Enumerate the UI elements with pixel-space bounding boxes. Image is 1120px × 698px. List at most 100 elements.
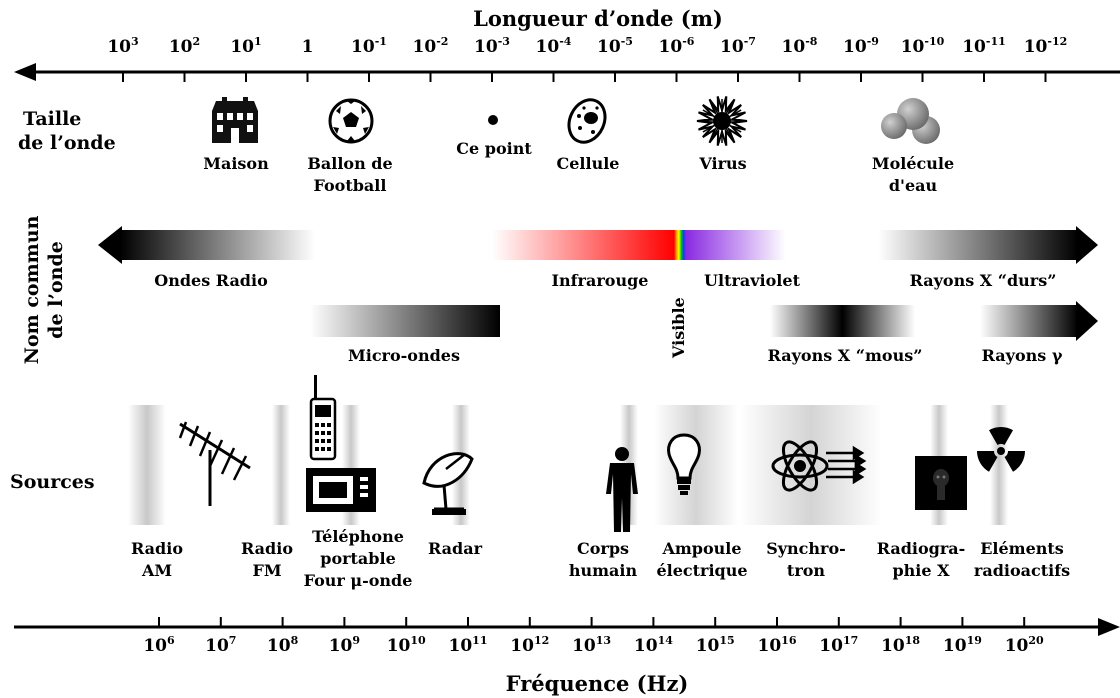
- water-molecule-icon: [878, 96, 948, 148]
- microwave-band-label: Micro-ondes: [348, 346, 460, 365]
- size-cell-label: Cellule: [556, 154, 620, 173]
- band-layer: [98, 226, 1098, 341]
- radioactive-icon: [976, 426, 1026, 476]
- soft-xray-band: [770, 305, 915, 337]
- source-sync-label2: tron: [786, 561, 826, 580]
- source-radar-label: Radar: [427, 539, 483, 558]
- wavelength-tick-label: 10-1: [351, 35, 387, 57]
- gamma-band-arrow: [980, 301, 1098, 341]
- wavelength-tick-label: 10-2: [412, 35, 449, 57]
- size-molecule-label2: d'eau: [888, 176, 938, 195]
- frequency-tick-label: 1018: [881, 634, 921, 656]
- wavelength-tick-label: 101: [230, 35, 262, 57]
- source-fm-label1: Radio: [241, 539, 293, 558]
- microwave-oven-icon: [305, 467, 377, 513]
- size-dot: Ce point: [456, 138, 531, 160]
- size-molecule-label1: Molécule: [871, 154, 955, 173]
- frequency-tick-label: 108: [266, 634, 299, 656]
- size-cell: Cellule: [557, 153, 620, 175]
- wavelength-arrow-icon: [14, 63, 36, 81]
- frequency-tick-label: 1020: [1004, 634, 1044, 656]
- frequency-tick-label: 106: [143, 634, 175, 656]
- size-virus-label: Virus: [699, 154, 747, 173]
- source-radioactive-label1: Eléments: [980, 539, 1064, 558]
- frequency-tick-label: 1015: [695, 634, 735, 656]
- size-house-label: Maison: [203, 154, 269, 173]
- source-radioactive: Eléments radioactifs: [974, 538, 1070, 582]
- radio-band-arrow: [98, 226, 315, 264]
- soft-xray-band-label: Rayons X “mous”: [767, 346, 923, 365]
- size-water-molecule: Molécule d'eau: [872, 153, 954, 197]
- source-xray-label2: phie X: [892, 561, 950, 580]
- wavelength-tick-label: 10-4: [535, 35, 572, 57]
- source-sync-label1: Synchro-: [766, 539, 846, 558]
- ultraviolet-band: [686, 230, 786, 260]
- wavelength-tick-label: 10-5: [597, 35, 633, 57]
- frequency-tick-label: 1012: [510, 634, 550, 656]
- infrared-band: [492, 230, 674, 260]
- infrared-band-label: Infrarouge: [551, 271, 649, 290]
- synchrotron-atom-icon: [770, 437, 867, 495]
- source-human-body: Corps humain: [569, 538, 637, 582]
- radio-band-label: Ondes Radio: [154, 271, 268, 290]
- source-microwave-label: Four μ-onde: [303, 571, 413, 590]
- source-body-label2: humain: [568, 561, 638, 580]
- wavelength-tick-label: 103: [107, 35, 139, 57]
- source-bulb-label2: électrique: [656, 561, 748, 580]
- wavelength-tick-label: 10-3: [474, 35, 510, 57]
- size-row-header: Taille de l’onde: [18, 107, 116, 155]
- wavelength-tick-label: 10-7: [720, 35, 756, 57]
- sources-row-header: Sources: [10, 471, 95, 493]
- frequency-tick-label: 109: [328, 634, 361, 656]
- frequency-tick-label: 1017: [819, 634, 859, 656]
- frequency-axis: [14, 617, 1120, 636]
- mobile-phone-icon: [309, 375, 337, 461]
- frequency-axis-title: Fréquence (Hz): [505, 671, 689, 696]
- size-football-label1: Ballon de: [307, 154, 393, 173]
- light-bulb-icon: [666, 432, 702, 498]
- wavelength-tick-label: 1: [301, 37, 314, 57]
- visible-band: [674, 230, 686, 260]
- antenna-icon: [176, 420, 256, 510]
- wavelength-axis-title: Longueur d’onde (m): [473, 6, 723, 31]
- source-xray-label1: Radiogra-: [876, 539, 966, 558]
- source-am-label2: AM: [141, 561, 173, 580]
- hard-xray-band-label: Rayons X “durs”: [909, 271, 1057, 290]
- source-strip-fm: [272, 405, 290, 525]
- source-fm-radio: Radio FM: [241, 538, 293, 582]
- wavelength-tick-label: 10-6: [658, 35, 695, 57]
- radar-dish-icon: [420, 445, 476, 517]
- source-am-label1: Radio: [131, 539, 183, 558]
- size-football-label2: Football: [313, 176, 387, 195]
- frequency-tick-label: 1014: [633, 634, 673, 656]
- source-am-radio: Radio AM: [131, 538, 183, 582]
- frequency-arrow-icon: [1098, 618, 1120, 636]
- wavelength-tick-label: 10-11: [962, 35, 1006, 57]
- source-radioactive-label2: radioactifs: [973, 561, 1071, 580]
- wavelength-axis: [14, 63, 1120, 82]
- source-light-bulb: Ampoule électrique: [656, 538, 747, 582]
- wavelength-tick-label: 10-10: [900, 35, 945, 57]
- source-radar: Radar: [428, 538, 482, 560]
- frequency-tick-label: 1016: [757, 634, 797, 656]
- frequency-tick-label: 1013: [572, 634, 612, 656]
- virus-icon: [696, 95, 748, 147]
- football-icon: [327, 97, 375, 145]
- source-body-label1: Corps: [576, 539, 630, 558]
- frequency-tick-label: 107: [205, 634, 237, 656]
- ultraviolet-band-label: Ultraviolet: [704, 271, 800, 290]
- wavelength-tick-label: 102: [168, 35, 201, 57]
- size-house: Maison: [203, 153, 268, 175]
- wavelength-tick-label: 10-9: [843, 35, 879, 57]
- frequency-tick-label: 1010: [386, 634, 426, 656]
- size-virus: Virus: [699, 153, 746, 175]
- cell-icon: [564, 96, 610, 146]
- source-phone-label2: portable: [320, 549, 396, 568]
- source-xray-imaging: Radiogra- phie X: [877, 538, 966, 582]
- wavelength-tick-label: 10-12: [1023, 35, 1068, 57]
- hard-xray-band-arrow: [878, 226, 1098, 264]
- visible-band-label: Visible: [669, 297, 688, 358]
- source-bulb-label1: Ampoule: [662, 539, 742, 558]
- wavelength-tick-label: 10-8: [781, 35, 818, 57]
